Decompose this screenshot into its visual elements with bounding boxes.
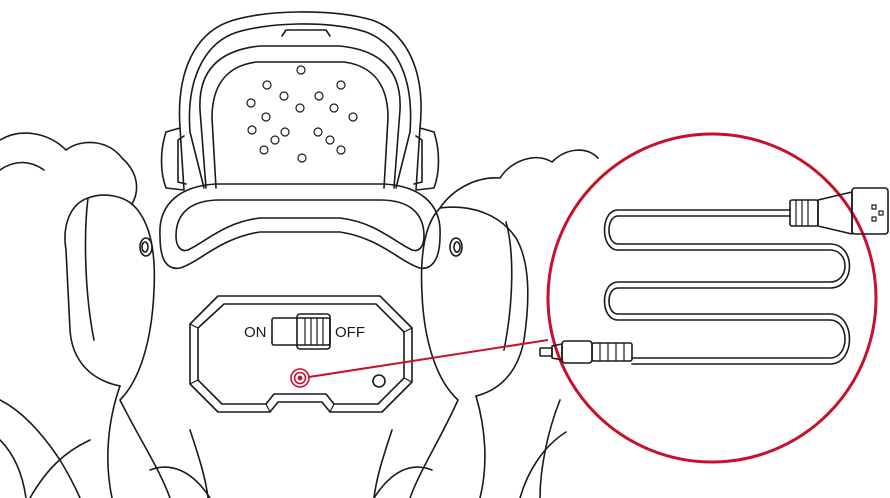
speaker-holes <box>246 65 358 163</box>
left-arm <box>0 132 138 498</box>
switch-off-label: OFF <box>335 324 365 341</box>
robot-head <box>160 11 440 191</box>
barrel-plug <box>539 340 633 364</box>
usb-charging-cable <box>603 209 851 365</box>
callout-line <box>308 339 549 378</box>
robot-torso <box>119 203 463 498</box>
power-switch[interactable]: ON OFF <box>244 313 365 350</box>
switch-panel <box>189 295 413 413</box>
usb-plug <box>789 187 889 235</box>
charging-port[interactable] <box>290 368 310 388</box>
right-arm <box>439 149 599 498</box>
switch-on-label: ON <box>244 324 267 341</box>
chest-collar <box>159 183 441 270</box>
zoom-callout <box>539 132 889 464</box>
